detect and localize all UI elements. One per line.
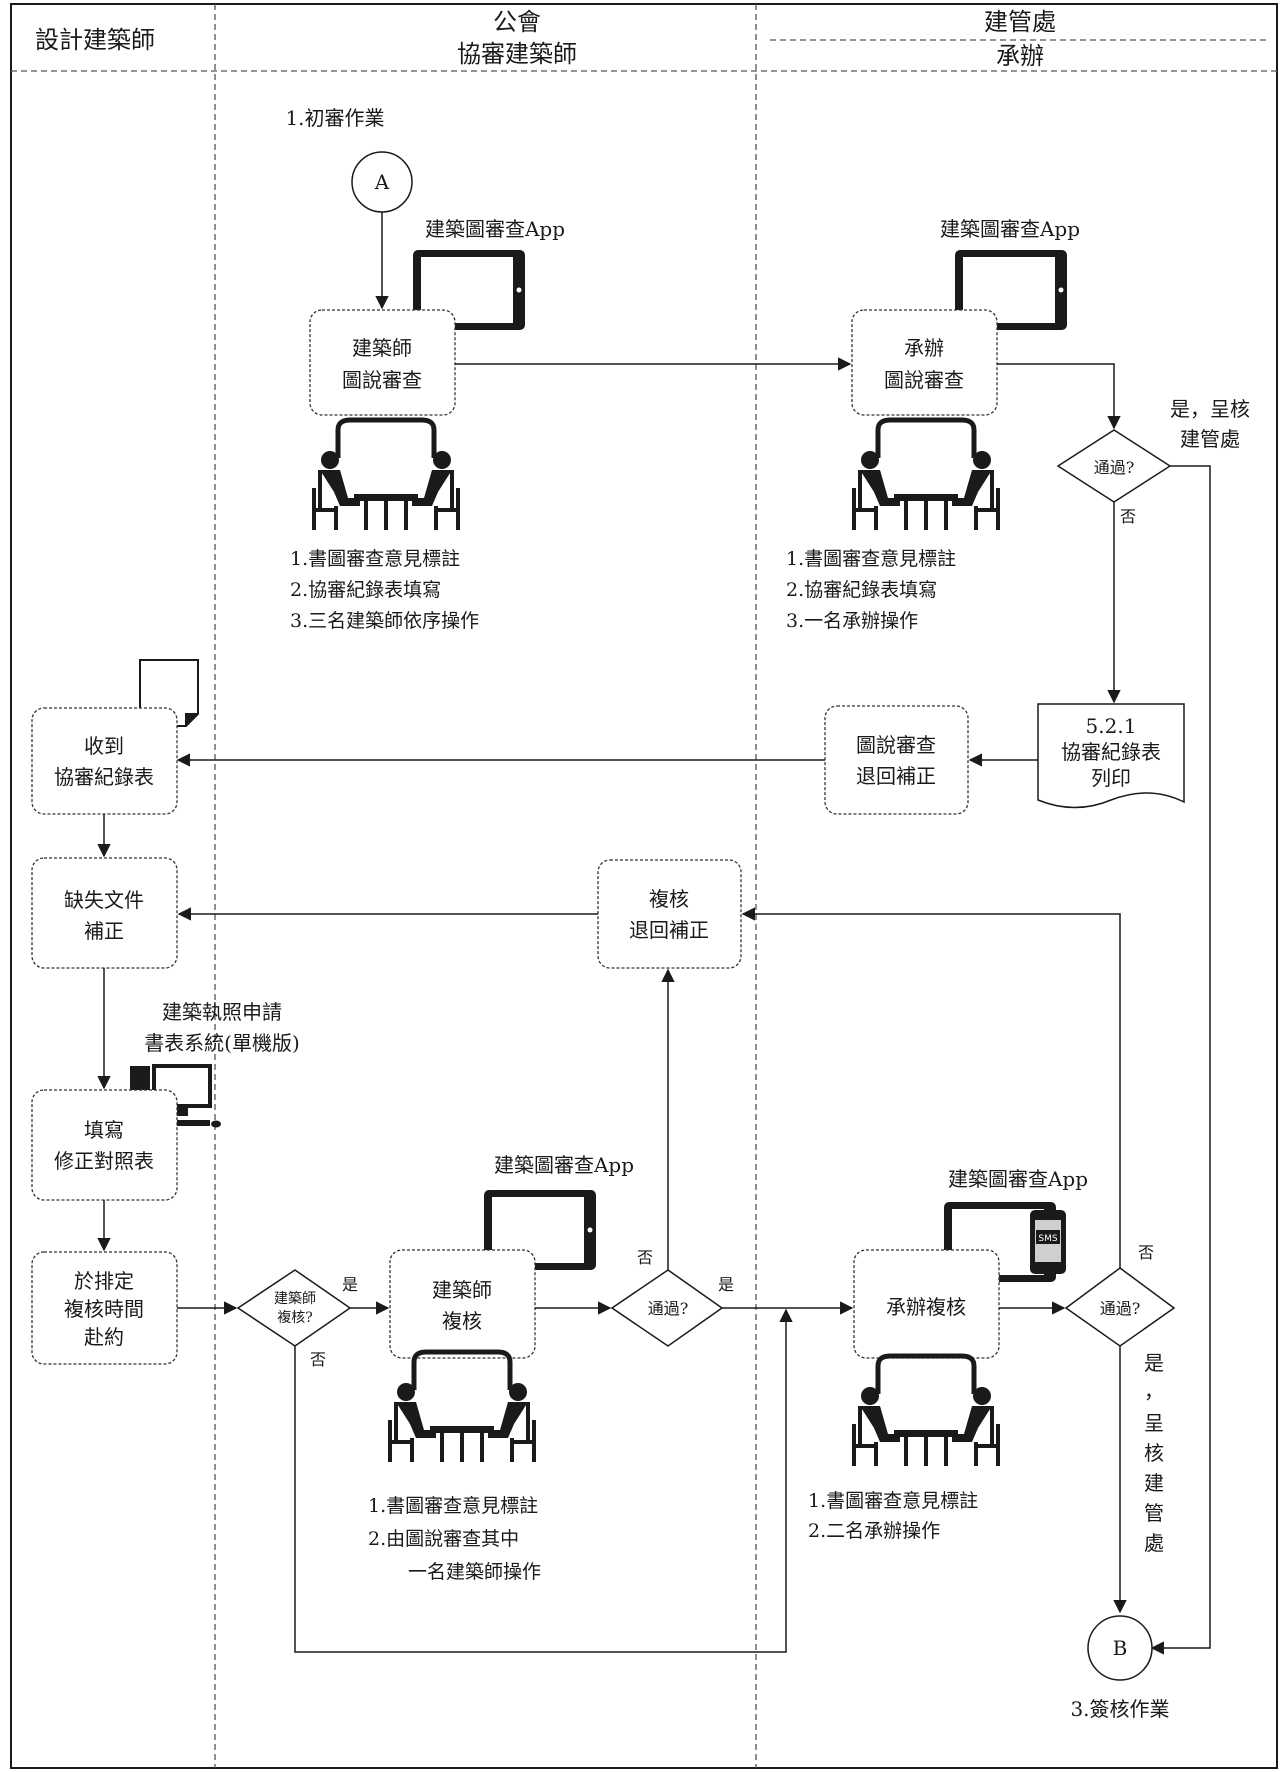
- note-clerk-recheck-1: 1.書圖審查意見標註: [808, 1490, 978, 1512]
- label-yes-vertical-5: 管: [1144, 1501, 1164, 1525]
- box-drawing-return-line1: 圖說審查: [856, 733, 936, 757]
- label-yes-to-office-b: 建管處: [1180, 427, 1240, 451]
- box-fill-table: [31, 1089, 178, 1201]
- diagram-frame: [10, 3, 1278, 1769]
- lane-header-association-line1: 公會: [493, 8, 541, 36]
- label-yes-pass-2: 是: [718, 1275, 734, 1294]
- app-label-clerk-recheck: 建築圖審查App: [948, 1167, 1088, 1191]
- box-fill-table-line1: 填寫: [84, 1118, 124, 1142]
- meeting-icon: [314, 420, 458, 530]
- decision-architect-recheck-line2: 複核?: [277, 1309, 313, 1326]
- doc-print-record-line1: 5.2.1: [1086, 714, 1137, 738]
- label-yes-vertical-0: 是: [1144, 1351, 1164, 1375]
- doc-print-record: [1037, 703, 1185, 809]
- app-label-architect-review: 建築圖審查App: [425, 217, 565, 241]
- note-architect-recheck-1: 1.書圖審查意見標註: [368, 1495, 538, 1517]
- box-clerk-review: [851, 309, 998, 416]
- box-recheck-return-line2: 退回補正: [629, 918, 709, 942]
- box-missing-docs: [31, 857, 178, 969]
- connector-a-label: A: [374, 170, 390, 194]
- box-architect-recheck: [389, 1249, 536, 1359]
- label-yes-to-office-a: 是，呈核: [1170, 397, 1250, 421]
- decision-pass-2-label: 通過?: [648, 1299, 689, 1318]
- lane-header-designer: 設計建築師: [35, 26, 155, 54]
- box-fill-table-line2: 修正對照表: [54, 1149, 154, 1173]
- box-architect-review: [309, 309, 456, 416]
- label-yes-vertical-1: ，: [1144, 1379, 1164, 1403]
- box-missing-docs-line2: 補正: [84, 919, 124, 943]
- label-yes-vertical-4: 建: [1144, 1471, 1164, 1495]
- svg-text:SMS: SMS: [1038, 1234, 1057, 1244]
- decision-pass-1-label: 通過?: [1094, 458, 1135, 477]
- decision-pass-2: [610, 1269, 724, 1347]
- lane-header-office-line2: 承辦: [996, 42, 1044, 70]
- meeting-icon: [390, 1352, 534, 1462]
- box-recheck-return-line1: 複核: [649, 887, 689, 911]
- label-no-pass-3: 否: [1138, 1243, 1154, 1262]
- note-architect-initial-2: 2.協審紀錄表填寫: [290, 579, 441, 601]
- box-recheck-return: [597, 859, 742, 969]
- note-architect-recheck-3: 一名建築師操作: [408, 1561, 541, 1583]
- step-sign-off: 3.簽核作業: [1070, 1697, 1169, 1721]
- decision-architect-recheck-line1: 建築師: [274, 1291, 316, 1307]
- connector-b: [1087, 1615, 1153, 1681]
- step-initial-review: 1.初審作業: [285, 106, 384, 130]
- box-drawing-return-line2: 退回補正: [856, 764, 936, 788]
- note-architect-recheck-2: 2.由圖說審查其中: [368, 1528, 519, 1550]
- box-appointment: [31, 1251, 178, 1365]
- lane-header-office-line1: 建管處: [984, 8, 1056, 36]
- label-yes-vertical-3: 核: [1144, 1441, 1164, 1465]
- note-architect-initial-1: 1.書圖審查意見標註: [290, 548, 460, 570]
- label-yes-vertical-6: 處: [1144, 1531, 1164, 1555]
- doc-print-record-line2: 協審紀錄表: [1061, 740, 1161, 764]
- note-clerk-recheck-2: 2.二名承辦操作: [808, 1520, 940, 1542]
- app-label-architect-recheck: 建築圖審查App: [494, 1153, 634, 1177]
- box-drawing-return: [824, 705, 969, 815]
- label-no-pass-2: 否: [637, 1248, 653, 1267]
- connector-b-label: B: [1113, 1636, 1128, 1660]
- note-clerk-initial-3: 3.一名承辦操作: [786, 610, 918, 632]
- arrow-yes-to-b: [1150, 465, 1211, 1655]
- box-receive-record: [31, 707, 178, 815]
- app-label-clerk-review: 建築圖審查App: [940, 217, 1080, 241]
- box-appointment-line1: 於排定: [74, 1269, 134, 1293]
- box-clerk-review-line2: 圖說審查: [884, 368, 964, 392]
- arrow-clerk-to-decision-1: [997, 363, 1121, 430]
- box-architect-recheck-line1: 建築師: [432, 1278, 492, 1302]
- document-fold: [185, 713, 198, 726]
- label-yes-architect-recheck: 是: [342, 1275, 358, 1294]
- box-missing-docs-line1: 缺失文件: [64, 888, 144, 912]
- arrow-no-2-to-recheck-return: [741, 907, 1121, 1268]
- box-appointment-line2: 複核時間: [64, 1297, 144, 1321]
- box-architect-recheck-line2: 複核: [442, 1309, 482, 1333]
- label-yes-vertical-2: 呈: [1144, 1411, 1164, 1435]
- note-clerk-initial-2: 2.協審紀錄表填寫: [786, 579, 937, 601]
- box-clerk-recheck-label: 承辦複核: [886, 1295, 966, 1319]
- box-clerk-review-line1: 承辦: [904, 336, 944, 360]
- box-appointment-line3: 赴約: [84, 1325, 124, 1349]
- meeting-icon: [854, 1356, 998, 1466]
- sms-phone-icon: SMS: [1030, 1210, 1066, 1274]
- decision-pass-3-label: 通過?: [1100, 1299, 1141, 1318]
- meeting-icon: [854, 420, 998, 530]
- arrow-no-bypass: [294, 1308, 793, 1653]
- box-receive-record-line1: 收到: [84, 734, 124, 758]
- desktop-system-label-2: 書表系統(單機版): [144, 1031, 300, 1055]
- desktop-system-label-1: 建築執照申請: [162, 1000, 282, 1024]
- label-no-1: 否: [1120, 507, 1136, 526]
- doc-print-record-line3: 列印: [1091, 766, 1131, 790]
- note-architect-initial-3: 3.三名建築師依序操作: [290, 610, 479, 632]
- lane-header-association-line2: 協審建築師: [457, 40, 577, 68]
- decision-architect-recheck: [236, 1269, 352, 1347]
- box-receive-record-line2: 協審紀錄表: [54, 765, 154, 789]
- box-architect-review-line1: 建築師: [352, 336, 412, 360]
- label-no-architect-recheck: 否: [310, 1350, 326, 1369]
- note-clerk-initial-1: 1.書圖審查意見標註: [786, 548, 956, 570]
- box-architect-review-line2: 圖說審查: [342, 368, 422, 392]
